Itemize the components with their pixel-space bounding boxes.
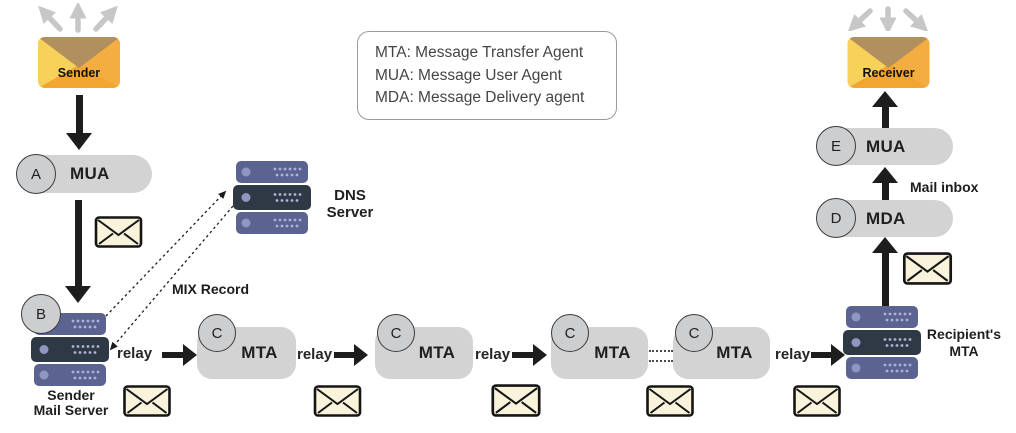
arrowhead-mua-to-receiver [872, 91, 898, 107]
badge-b: B [21, 294, 61, 334]
relay-arrow-3 [512, 352, 534, 358]
relay-arrow-2 [334, 352, 355, 358]
mta-label-3: MTA [594, 343, 631, 362]
legend-box: MTA: Message Transfer Agent MUA: Message… [357, 31, 617, 120]
mix-record-label: MIX Record [172, 281, 250, 297]
mail-envelope-icon [123, 385, 171, 417]
dns-caption-line1: DNS [334, 187, 366, 204]
arrow-mua-to-server [75, 200, 82, 287]
relay-arrowhead-1 [183, 344, 197, 366]
mta-label-1: MTA [241, 343, 278, 362]
send-out-arrows-icon [38, 3, 118, 33]
dotted-connector-top [649, 350, 673, 352]
dns-server-icon [233, 161, 311, 234]
arrow-mda-to-mua [882, 182, 889, 200]
badge-d: D [816, 198, 856, 238]
mail-envelope-icon [94, 216, 143, 248]
dns-caption-line2: Server [326, 204, 374, 221]
badge-c-1: C [198, 314, 236, 352]
dotted-connector-bottom [649, 360, 673, 362]
sender-mail-server-caption-line2: Mail Server [33, 402, 109, 418]
legend-line-mda: MDA: Message Delivery agent [375, 89, 585, 106]
relay-arrow-4 [811, 352, 832, 358]
arrowhead-mua-to-server [65, 286, 91, 303]
relay-label-3: relay [475, 346, 511, 363]
arrow-sender-to-mua [76, 95, 83, 134]
mail-envelope-icon [646, 385, 694, 417]
legend-line-mta: MTA: Message Transfer Agent [375, 44, 584, 61]
recipient-caption-line1: Recipient's [926, 326, 1002, 342]
recipient-mta-caption: Recipient's MTA [914, 326, 1014, 360]
badge-e-letter: E [830, 137, 841, 155]
mda-label: MDA [866, 208, 906, 228]
arrow-mua-to-receiver [882, 105, 889, 128]
badge-c-4: C [675, 314, 713, 352]
dns-server-caption: DNS Server [310, 187, 390, 221]
mua-receiver-label: MUA [866, 136, 906, 156]
arrowhead-mda-to-mua [872, 167, 898, 183]
arrowhead-server-to-mda [872, 237, 898, 253]
legend-line-mua: MUA: Message User Agent [375, 66, 562, 84]
arrow-server-to-mda [882, 252, 889, 306]
mail-envelope-icon [902, 252, 953, 285]
mail-inbox-label: Mail inbox [910, 179, 979, 195]
mail-envelope-icon [793, 385, 841, 417]
badge-c-2-letter: C [390, 324, 402, 342]
badge-c-3-letter: C [564, 324, 576, 342]
recipient-caption-line2: MTA [949, 343, 979, 359]
sender-envelope-icon [38, 37, 120, 88]
mta-label-4: MTA [716, 343, 753, 362]
arrowhead-sender-to-mua [66, 133, 92, 150]
relay-arrowhead-4 [831, 344, 845, 366]
recipient-mta-server-icon [843, 306, 921, 379]
sender-mail-server-caption: Sender Mail Server [11, 388, 131, 418]
badge-c-4-letter: C [688, 324, 700, 342]
mail-envelope-icon [491, 384, 541, 417]
badge-b-letter: B [35, 305, 46, 323]
mail-envelope-icon [313, 385, 362, 417]
badge-c-1-letter: C [211, 324, 223, 342]
relay-arrow-1 [162, 352, 184, 358]
relay-label-2: relay [297, 346, 333, 363]
deliver-in-arrows-icon [847, 6, 929, 31]
receiver-envelope: Receiver [847, 37, 930, 88]
mua-sender-label: MUA [70, 164, 110, 183]
badge-e: E [816, 126, 856, 166]
receiver-envelope-icon [847, 37, 930, 88]
badge-a: A [16, 154, 56, 194]
badge-a-letter: A [30, 165, 41, 183]
mta-label-2: MTA [418, 343, 456, 362]
relay-label-1: relay [117, 345, 153, 362]
sender-envelope: Sender [38, 37, 120, 88]
receiver-label: Receiver [862, 66, 915, 80]
sender-mail-server-caption-line1: Sender [47, 387, 95, 403]
relay-arrowhead-2 [354, 344, 368, 366]
badge-d-letter: D [830, 209, 842, 227]
relay-arrowhead-3 [533, 344, 547, 366]
mix-record-dashed-arrows [105, 190, 234, 351]
badge-c-3: C [551, 314, 589, 352]
badge-c-2: C [377, 314, 415, 352]
relay-label-4: relay [775, 346, 811, 363]
sender-label: Sender [57, 66, 101, 80]
